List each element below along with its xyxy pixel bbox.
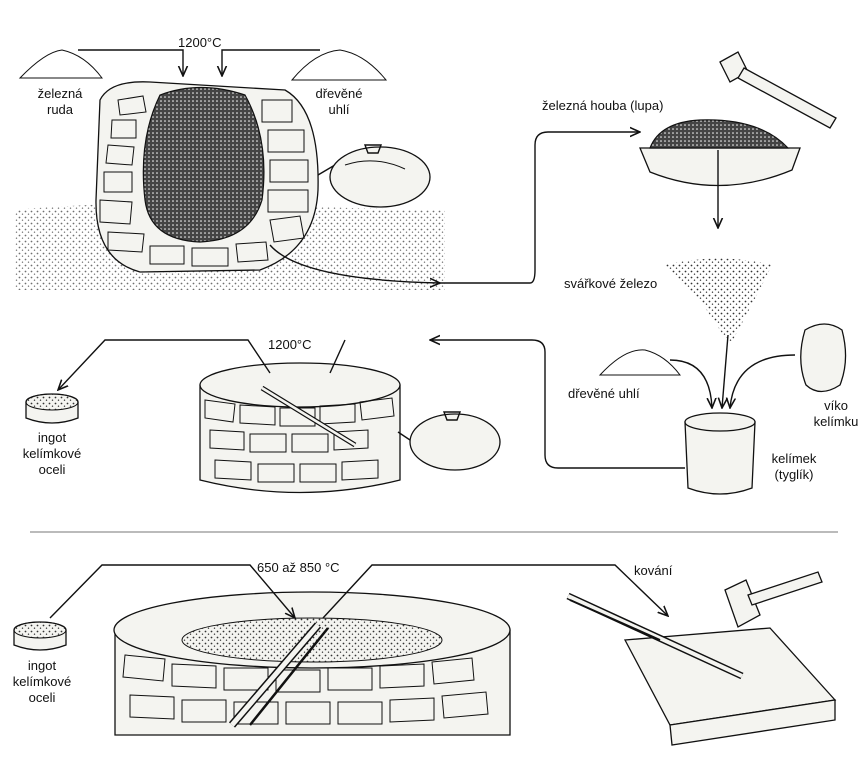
ingot-label-stage2-line1: ingot xyxy=(37,430,67,445)
ingot-label-stage3-line1: ingot xyxy=(27,658,57,673)
charcoal-pile-stage2 xyxy=(598,349,682,376)
ingot-label-stage3-line2: kelímkové xyxy=(12,674,72,689)
forge-stage3 xyxy=(113,591,511,736)
ingot-label-stage2-line3: oceli xyxy=(38,462,66,477)
crucible-lid-label-line1: víko xyxy=(824,398,848,413)
forging-label: kování xyxy=(634,563,673,578)
charcoal-label-line2: uhlí xyxy=(328,102,350,117)
bellows-stage2 xyxy=(397,411,501,471)
crucible xyxy=(684,412,756,495)
iron-ore-pile xyxy=(18,49,103,79)
stage1-temperature-label: 1200°C xyxy=(178,35,222,50)
iron-ore-label-line2: ruda xyxy=(46,102,74,117)
ingot-label-stage2-line2: kelímkové xyxy=(22,446,82,461)
wrought-iron-granules xyxy=(665,258,772,345)
stage2-temperature-label: 1200°C xyxy=(268,337,312,352)
charcoal-pile-top xyxy=(290,49,388,81)
iron-ore-label: železná ruda xyxy=(24,86,96,118)
tongs-with-bar xyxy=(566,592,744,680)
anvil xyxy=(623,627,837,746)
ingot-stage3 xyxy=(13,621,67,651)
bloom-label: železná houba (lupa) xyxy=(542,98,664,113)
charcoal-label-stage1: dřevěné uhlí xyxy=(303,86,375,118)
bellows-stage1 xyxy=(317,144,431,208)
ingot-label-stage3: ingot kelímkové oceli xyxy=(4,658,80,706)
arrows-stage3 xyxy=(49,564,668,618)
crucible-lid-label-line2: kelímku xyxy=(813,414,859,429)
stage1-group xyxy=(15,49,837,345)
ingot-stage2 xyxy=(25,393,79,424)
stage3-group xyxy=(13,571,837,746)
charcoal-label-line1: dřevěné xyxy=(315,86,363,101)
arrows-stage1 xyxy=(78,49,718,283)
stage3-temperature-label: 650 až 850 °C xyxy=(257,560,340,575)
wrought-iron-label: svářkové železo xyxy=(564,276,658,291)
hammer-icon xyxy=(719,51,837,129)
ingot-label-stage3-line3: oceli xyxy=(28,690,56,705)
crucible-lid-label: víko kelímku xyxy=(808,398,864,430)
crucible-label-line2: (tyglík) xyxy=(774,467,814,482)
iron-ore-label-line1: železná xyxy=(37,86,83,101)
arrows-stage2 xyxy=(58,335,796,469)
stage2-group xyxy=(25,323,847,495)
crucible-label-line1: kelímek xyxy=(771,451,817,466)
crucible-lid xyxy=(800,323,847,393)
bloomery-furnace xyxy=(95,81,319,273)
ingot-label-stage2: ingot kelímkové oceli xyxy=(14,430,90,478)
forging-hammer-icon xyxy=(724,571,823,628)
crucible-furnace xyxy=(199,362,401,494)
crucible-label: kelímek (tyglík) xyxy=(764,451,824,483)
charcoal-label-stage2: dřevěné uhlí xyxy=(568,386,640,401)
bloom-dish xyxy=(639,119,801,187)
